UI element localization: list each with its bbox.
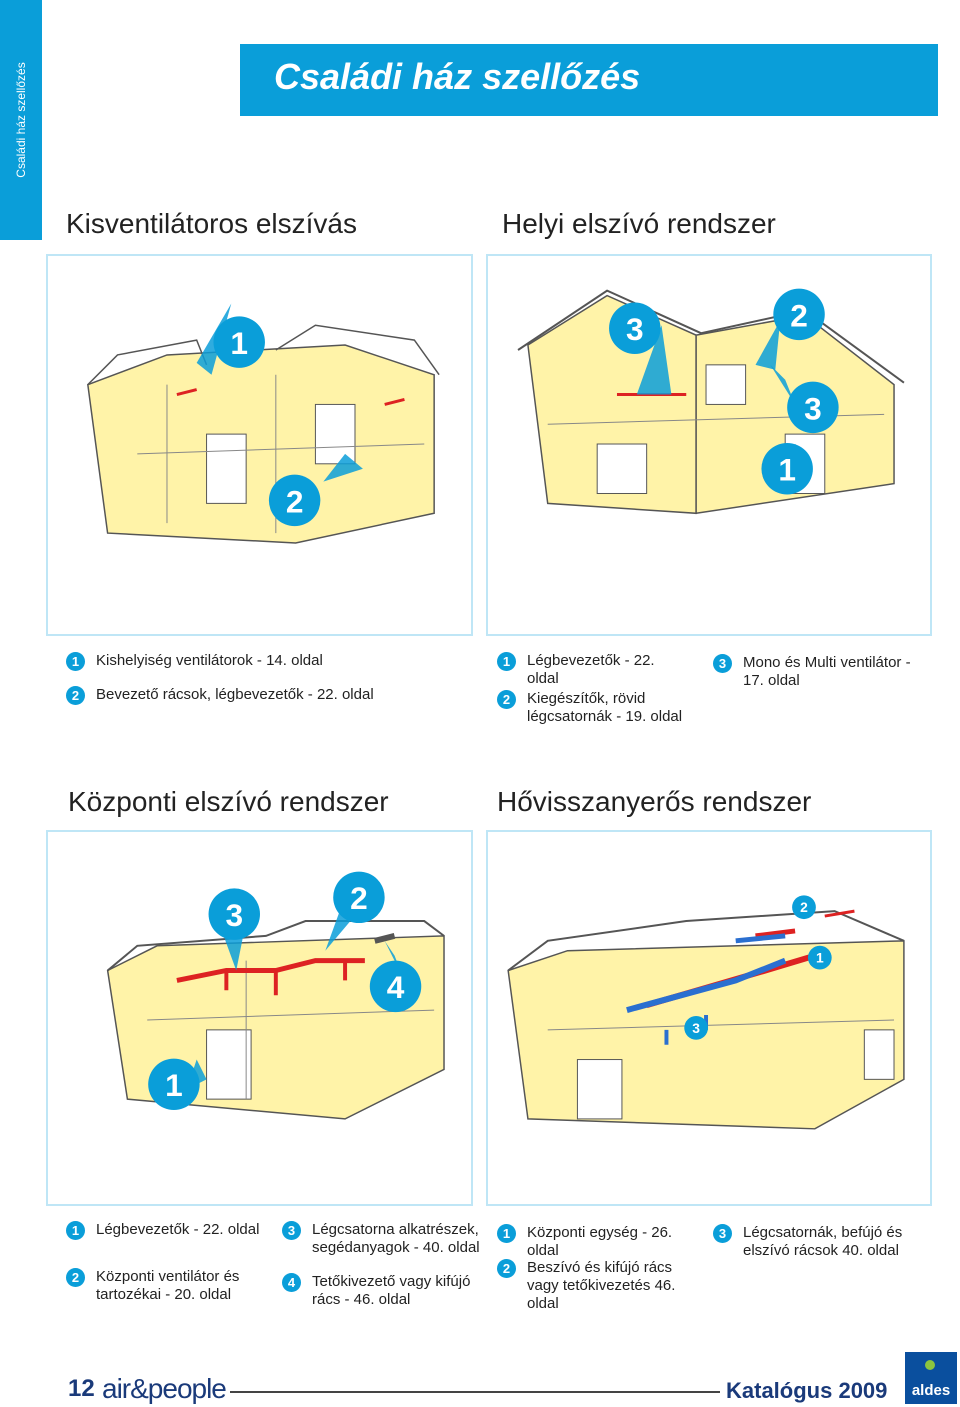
aldes-logo: aldes xyxy=(905,1352,957,1404)
callout-2: 2 xyxy=(333,871,385,924)
page-title: Családi ház szellőzés xyxy=(274,56,641,97)
callout-3-side: 3 xyxy=(787,381,839,434)
callout-1: 1 xyxy=(761,443,813,495)
callout-2: 2 xyxy=(773,288,825,341)
svg-text:1: 1 xyxy=(778,452,796,488)
sidebar-tab: Családi ház szellőzés xyxy=(0,0,42,240)
svg-text:2: 2 xyxy=(790,297,808,333)
sidebar-label: Családi ház szellőzés xyxy=(14,62,28,178)
section-title-central-extract: Központi elszívó rendszer xyxy=(68,786,389,817)
page-number: 12 xyxy=(68,1375,95,1402)
illustration-central-extract-house: 3 2 4 1 xyxy=(46,830,473,1206)
svg-text:1: 1 xyxy=(230,325,248,361)
callout-3: 3 xyxy=(684,1016,709,1040)
svg-text:1: 1 xyxy=(816,950,824,966)
svg-text:4: 4 xyxy=(387,969,405,1005)
catalog-label: Katalógus 2009 xyxy=(726,1378,888,1403)
section-title-small-fan: Kisventilátoros elszívás xyxy=(66,208,358,239)
section-title-heat-recovery: Hővisszanyerős rendszer xyxy=(497,786,812,817)
svg-text:3: 3 xyxy=(692,1020,700,1036)
svg-text:1: 1 xyxy=(165,1067,183,1103)
callout-4: 4 xyxy=(369,960,422,1013)
svg-text:2: 2 xyxy=(286,483,304,519)
brand-wordmark: air&people xyxy=(102,1373,227,1404)
callout-2: 2 xyxy=(792,895,816,920)
svg-text:3: 3 xyxy=(804,390,822,426)
footer-rule xyxy=(230,1391,720,1393)
callout-1: 1 xyxy=(807,945,832,970)
svg-text:2: 2 xyxy=(350,880,368,916)
callout-1: 1 xyxy=(213,316,265,368)
callout-1: 1 xyxy=(148,1058,200,1111)
section-title-local-extract: Helyi elszívó rendszer xyxy=(502,208,776,239)
svg-text:3: 3 xyxy=(225,897,243,933)
title-bar: Családi ház szellőzés xyxy=(240,44,938,116)
illustration-local-extract-house: 3 2 3 1 xyxy=(486,254,932,636)
svg-text:2: 2 xyxy=(800,899,808,915)
illustration-heat-recovery-house: 2 1 3 xyxy=(486,830,932,1206)
illustration-small-fan-house: 1 2 xyxy=(46,254,473,636)
svg-text:3: 3 xyxy=(626,311,644,347)
callout-2: 2 xyxy=(268,474,321,527)
callout-3-top: 3 xyxy=(609,302,661,354)
logo-dot-icon xyxy=(925,1360,935,1370)
callout-3: 3 xyxy=(208,888,260,940)
logo-text: aldes xyxy=(911,1382,951,1399)
